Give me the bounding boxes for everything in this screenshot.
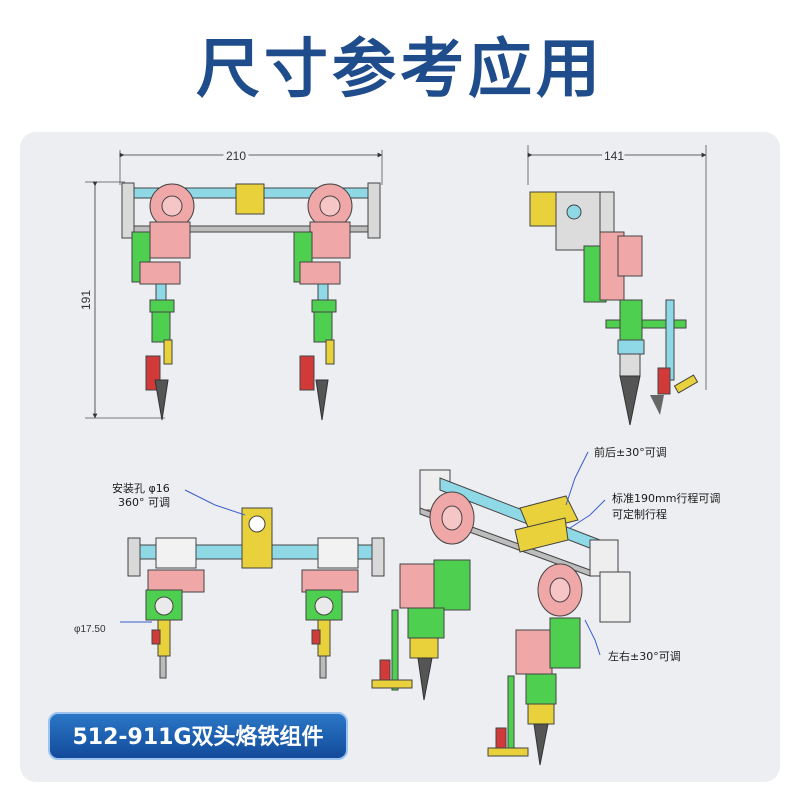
mount-hole-label-1: 安装孔 φ16 <box>112 481 170 495</box>
front-width-label: 210 <box>226 149 246 163</box>
page-title: 尺寸参考应用 <box>196 33 604 107</box>
bottom-diameter-label: φ17.50 <box>74 624 106 635</box>
side-view: 141 <box>527 145 707 426</box>
travel-label-1: 标准190mm行程可调 <box>612 491 720 505</box>
left-iron-front <box>131 183 195 421</box>
bottom-view: 安装孔 φ16 360° 可调 φ17.50 <box>74 481 385 679</box>
side-width-label: 141 <box>604 149 624 163</box>
model-label-badge: 512-911G双头烙铁组件 <box>48 712 348 760</box>
left-right-label: 左右±30°可调 <box>608 649 681 663</box>
mount-hole-leader <box>184 489 246 516</box>
front-height-label: 191 <box>79 290 93 310</box>
travel-label-2: 可定制行程 <box>612 507 667 521</box>
front-back-label: 前后±30°可调 <box>594 445 667 459</box>
isometric-view: 前后±30°可调 标准190mm行程可调 可定制行程 左右±30°可调 <box>371 445 720 766</box>
front-view: 210 191 <box>76 146 383 421</box>
right-iron-front <box>293 183 353 421</box>
mount-hole-label-2: 360° 可调 <box>118 496 170 509</box>
